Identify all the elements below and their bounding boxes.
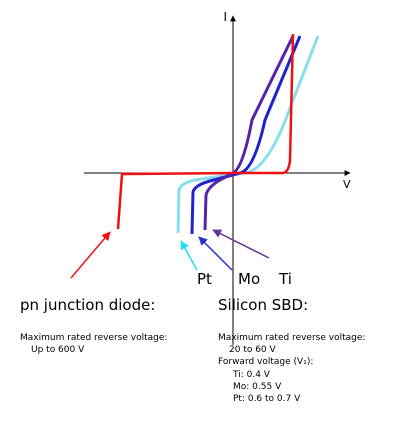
y-axis-label: I [223, 10, 227, 24]
mo-arrow [198, 236, 233, 271]
ti-label: Ti [279, 270, 292, 288]
sbd-heading: Silicon SBD: [218, 296, 309, 314]
sbd-reverse-voltage-label: Maximum rated reverse voltage: [218, 333, 366, 343]
sbd-forward-voltage-pt: Pt: 0.6 to 0.7 V [233, 394, 301, 404]
ti-arrow [212, 229, 270, 259]
sbd-forward-voltage-ti: Ti: 0.4 V [233, 370, 270, 380]
pn-reverse-voltage-label: Maximum rated reverse voltage: [20, 333, 168, 343]
mo-curve [190, 35, 302, 235]
pn-reverse-voltage-value: Up to 600 V [31, 345, 85, 355]
pn-junction-heading: pn junction diode: [20, 296, 156, 314]
mo-label: Mo [238, 270, 261, 288]
x-axis-label: V [343, 178, 351, 191]
sbd-reverse-voltage-value: 20 to 60 V [229, 345, 276, 355]
pn-arrow [70, 231, 111, 279]
pt-arrow [180, 240, 198, 271]
pn-junction-curve [116, 33, 295, 230]
sbd-forward-voltage-label: Forward voltage (V₁): [218, 357, 314, 367]
pt-label: Pt [197, 270, 212, 288]
sbd-forward-voltage-mo: Mo: 0.55 V [233, 382, 282, 392]
ti-curve [203, 35, 295, 231]
